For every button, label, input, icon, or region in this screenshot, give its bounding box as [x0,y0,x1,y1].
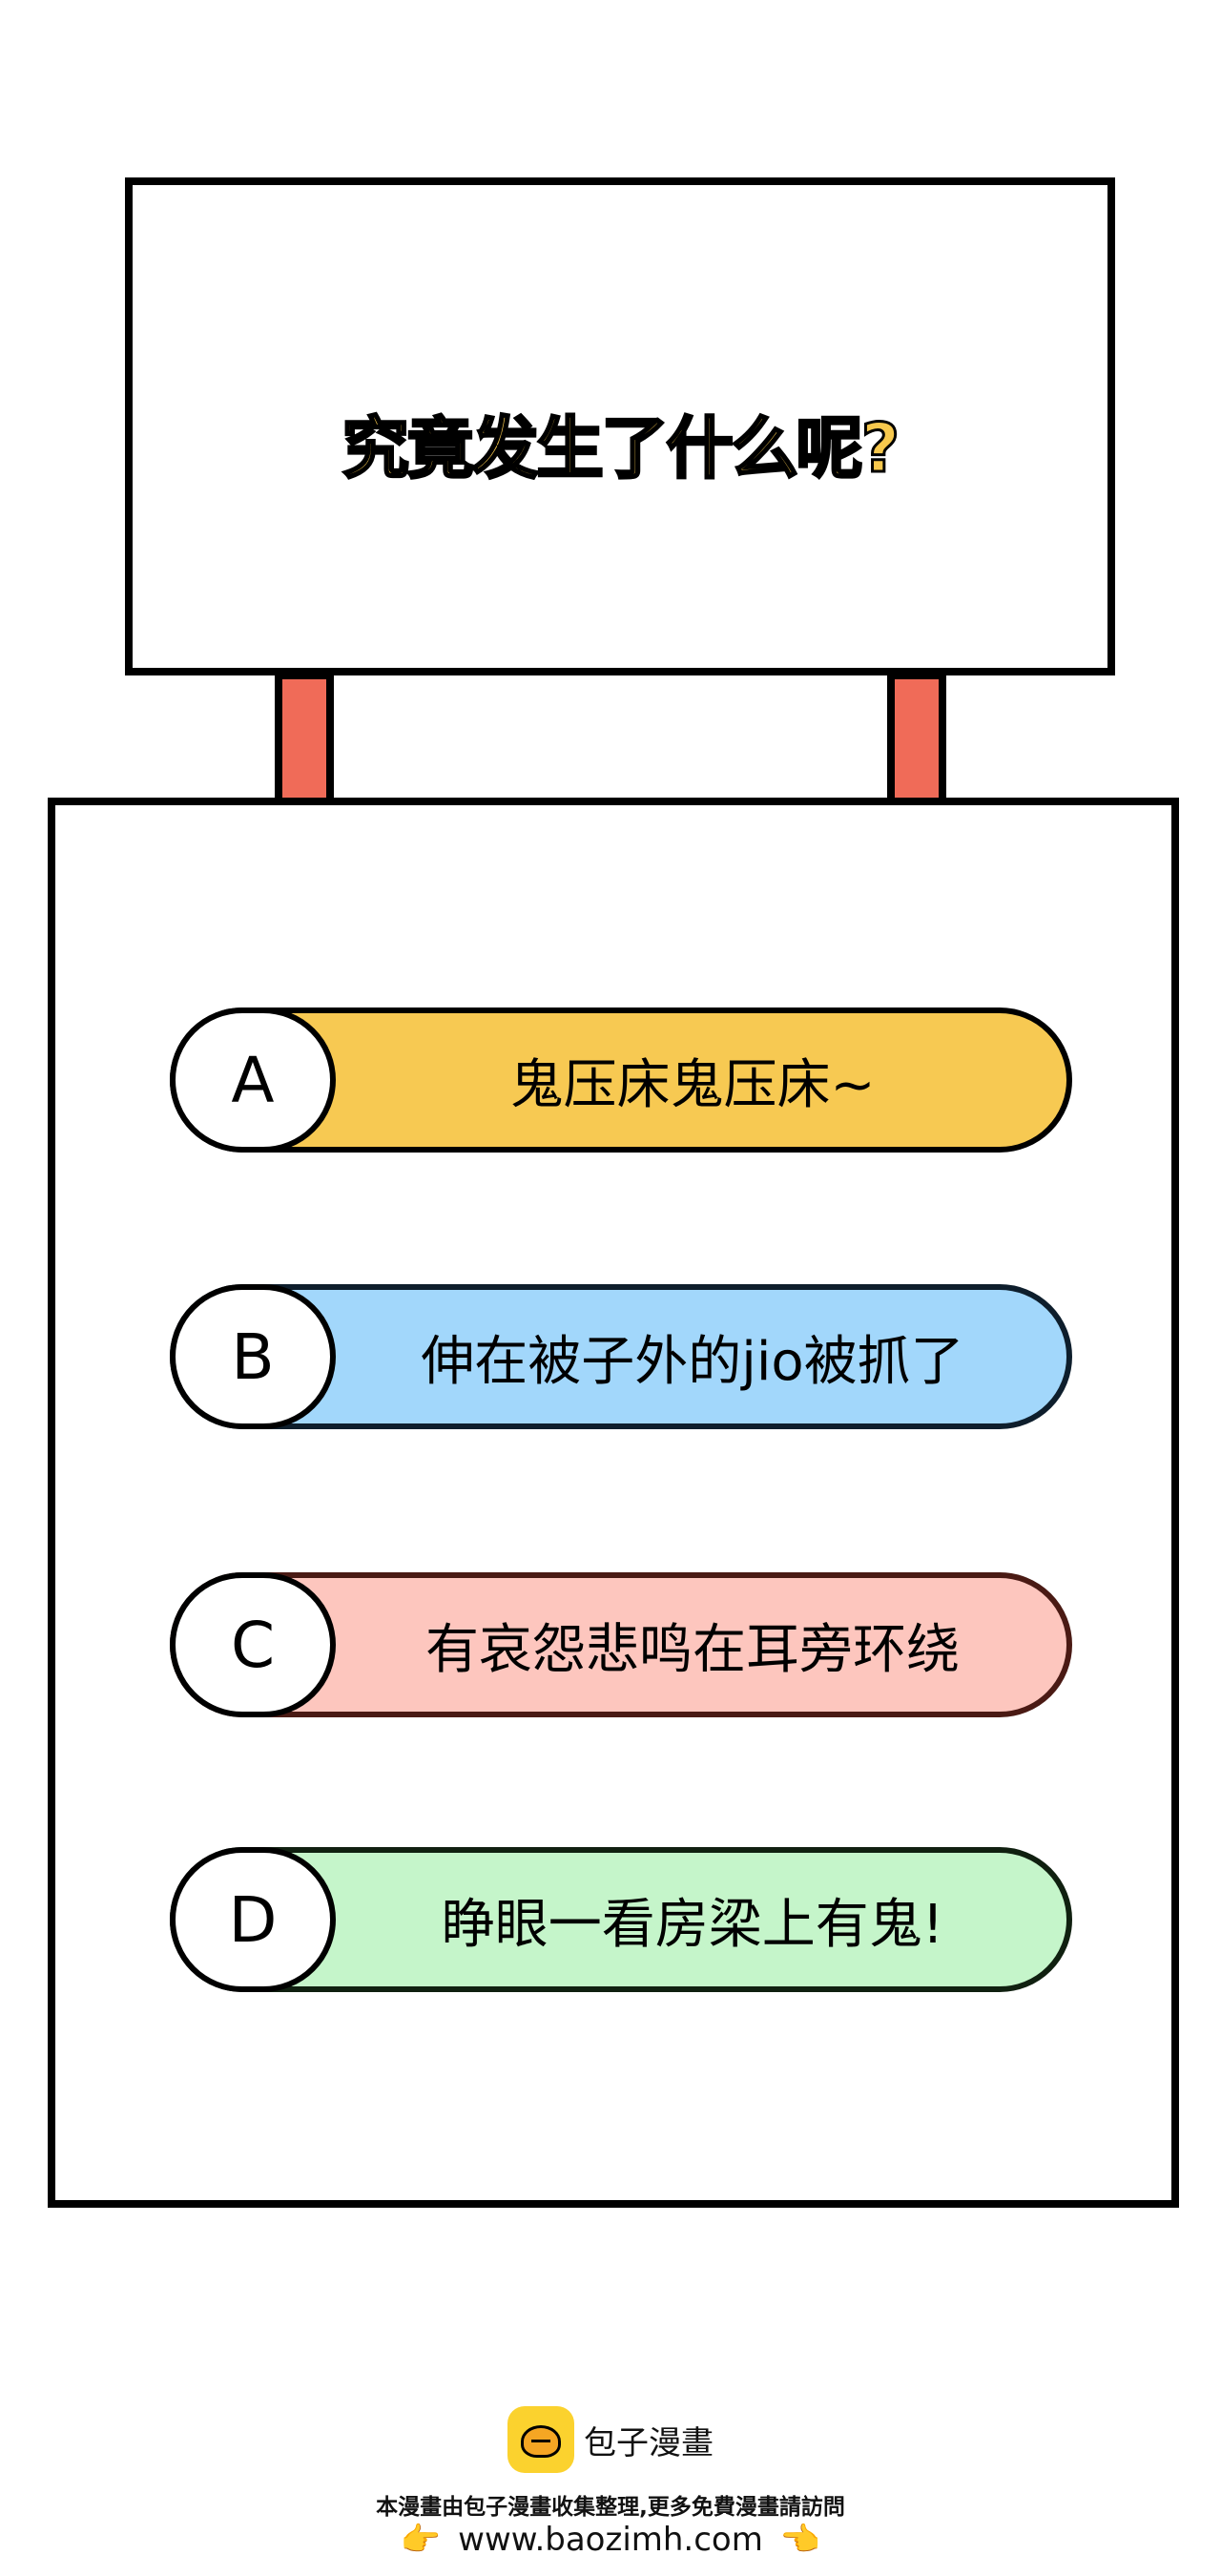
option-b-text: 伸在被子外的jio被抓了 [421,1330,964,1393]
sign-board: 究竟发生了什么呢? [125,177,1115,675]
option-d-letter: D [170,1847,336,1992]
pointing-hand-right-icon: 👉 [400,2521,442,2559]
option-a-button[interactable]: A 鬼压床鬼压床~ [170,1008,1072,1153]
sign-title: 究竟发生了什么呢? [341,408,901,489]
footer-brand[interactable]: 包子漫畫 [0,2406,1221,2473]
footer-brand-name: 包子漫畫 [584,2423,714,2462]
option-d-text: 睁眼一看房梁上有鬼! [441,1893,944,1956]
footer-notice: 本漫畫由包子漫畫收集整理,更多免費漫畫請訪問 [376,2495,845,2520]
footer-url-link[interactable]: www.baozimh.com [458,2521,763,2559]
baozi-logo-icon [507,2406,574,2473]
option-b-letter: B [170,1284,336,1429]
option-a-letter: A [170,1008,336,1153]
option-d-button[interactable]: D 睁眼一看房梁上有鬼! [170,1847,1072,1992]
footer-url-row: 👉 www.baozimh.com 👈 [0,2521,1221,2559]
option-c-letter: C [170,1572,336,1717]
sign-post-right [887,672,946,807]
option-a-text: 鬼压床鬼压床~ [509,1053,876,1116]
sign-post-left [275,672,334,807]
option-c-text: 有哀怨悲鸣在耳旁环绕 [425,1618,960,1681]
option-b-button[interactable]: B 伸在被子外的jio被抓了 [170,1284,1072,1429]
pointing-hand-left-icon: 👈 [779,2521,821,2559]
option-c-button[interactable]: C 有哀怨悲鸣在耳旁环绕 [170,1572,1072,1717]
